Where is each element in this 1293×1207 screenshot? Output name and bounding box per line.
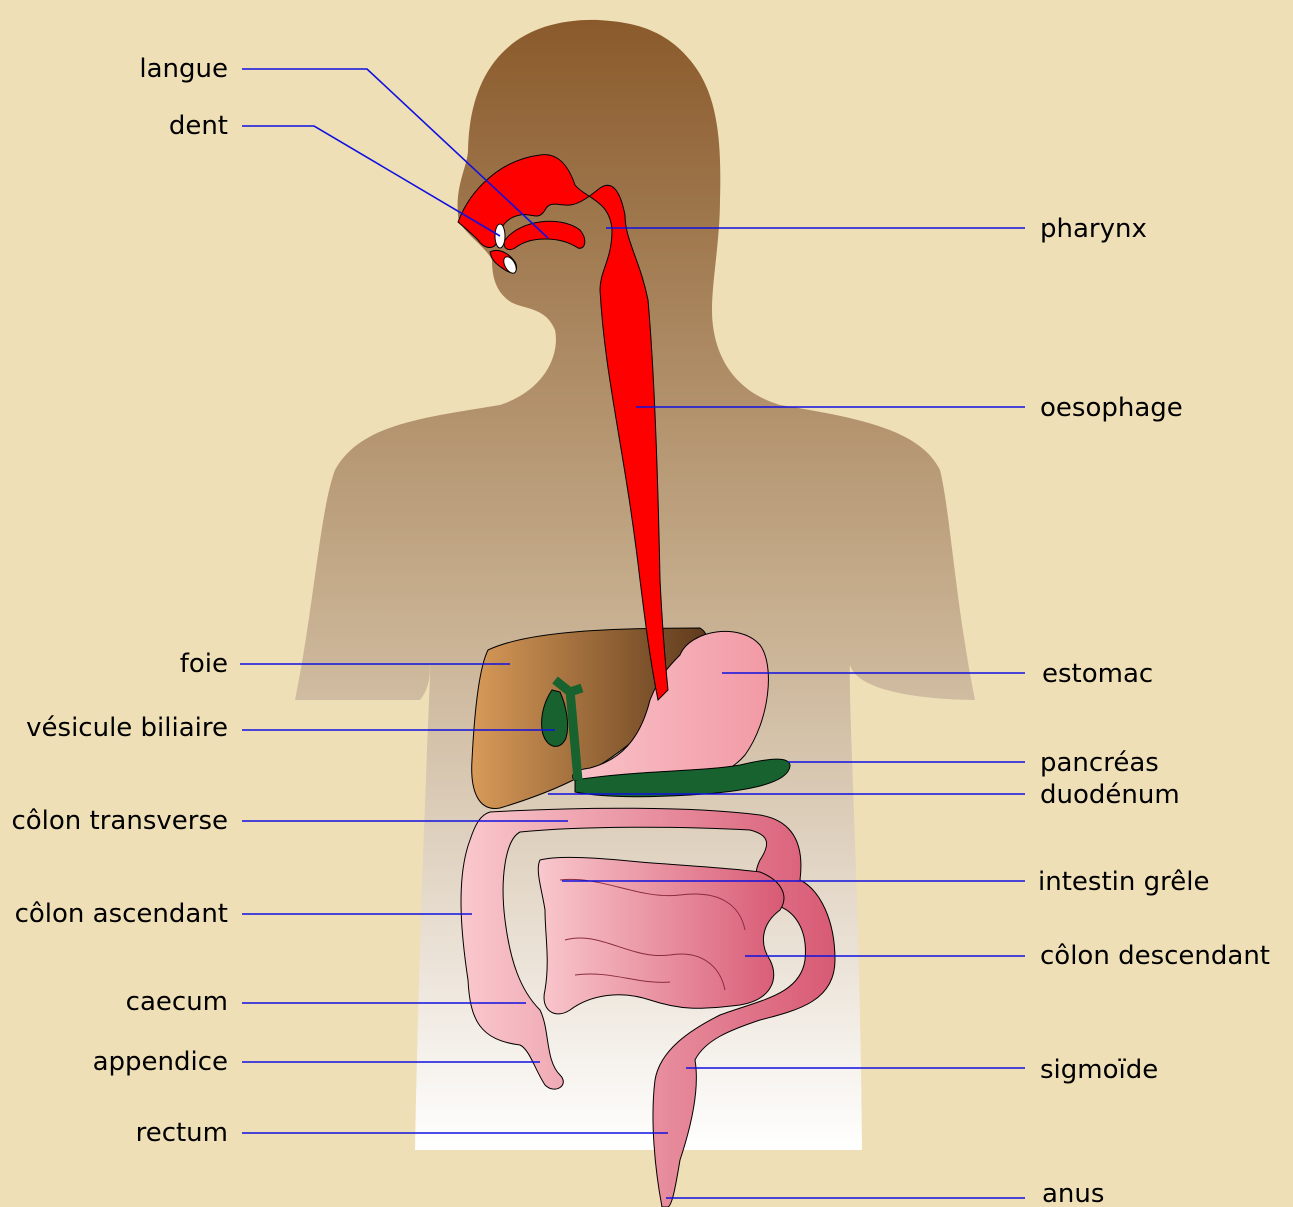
label-caecum: caecum [126,987,228,1017]
label-pancreas: pancréas [1040,748,1159,778]
label-appendice: appendice [93,1047,228,1077]
label-oesophage: oesophage [1040,393,1183,423]
label-dent: dent [169,111,228,141]
label-langue: langue [139,54,228,84]
label-colon-transverse: côlon transverse [11,806,228,836]
label-colon-ascendant: côlon ascendant [15,899,228,929]
label-anus: anus [1042,1179,1104,1207]
label-rectum: rectum [136,1118,228,1148]
label-colon-descendant: côlon descendant [1040,941,1270,971]
label-intestin-grele: intestin grêle [1038,867,1209,897]
label-pharynx: pharynx [1040,214,1147,244]
label-vesicule: vésicule biliaire [26,713,228,743]
label-estomac: estomac [1042,659,1153,689]
label-foie: foie [180,649,228,679]
label-sigmoide: sigmoïde [1040,1055,1158,1085]
label-duodenum: duodénum [1040,780,1180,810]
